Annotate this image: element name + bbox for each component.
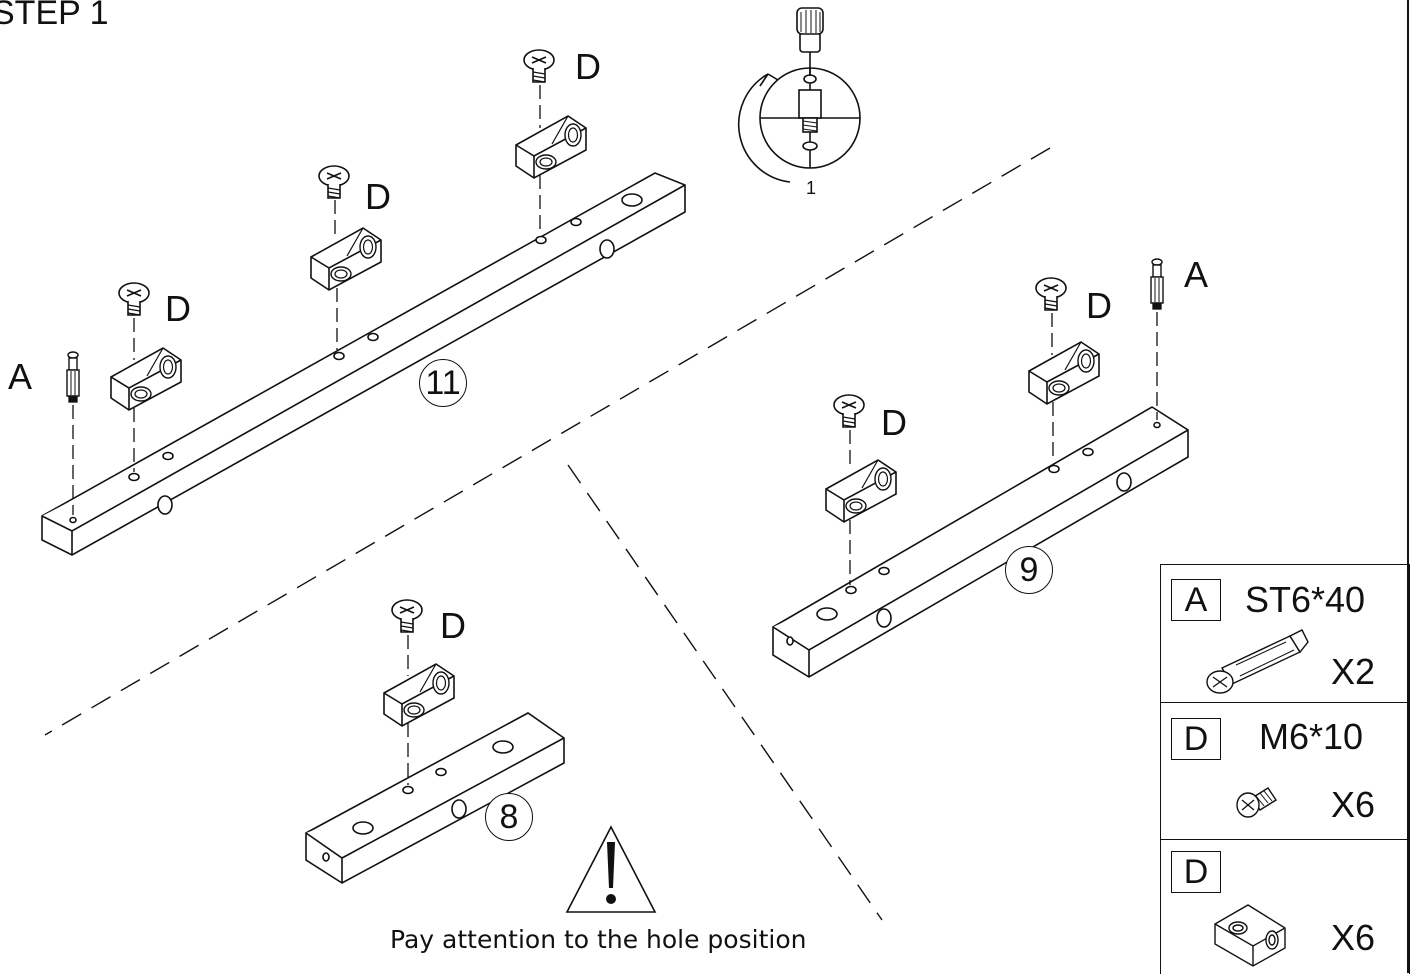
corner-bracket-icon — [1214, 904, 1286, 967]
legend-code: D — [1171, 718, 1221, 760]
screw-icon — [1236, 787, 1277, 818]
label-d-8: D — [440, 605, 466, 646]
hardware-legend: A ST6*40 X2 D M6*10 X6 D X6 — [1160, 564, 1410, 974]
legend-qty: X6 — [1331, 784, 1376, 825]
legend-spec: ST6*40 — [1245, 579, 1366, 620]
legend-code: A — [1171, 579, 1221, 621]
legend-row-a: A ST6*40 X2 — [1161, 565, 1409, 703]
cam-bolt-icon — [1206, 629, 1309, 694]
part-number-11: 11 — [419, 359, 467, 407]
warning-icon — [565, 825, 657, 913]
rotation-step-number: 1 — [806, 178, 817, 198]
label-d-9a: D — [1086, 285, 1112, 326]
label-d-11b: D — [365, 176, 391, 217]
rotation-detail — [737, 7, 861, 183]
legend-qty: X2 — [1331, 651, 1376, 692]
label-a-left: A — [8, 356, 33, 397]
label-d-9b: D — [881, 402, 907, 443]
frame-border — [1407, 0, 1409, 973]
legend-code: D — [1171, 851, 1221, 893]
legend-row-d-screw: D M6*10 X6 — [1161, 704, 1409, 840]
board-8 — [305, 712, 565, 884]
step-title: STEP 1 — [0, 0, 109, 32]
label-d-11c: D — [165, 288, 191, 329]
part-8-hardware — [383, 599, 455, 785]
board-11 — [41, 172, 686, 556]
legend-row-d-bracket: D X6 — [1161, 841, 1409, 974]
legend-qty: X6 — [1331, 917, 1376, 958]
dashed-separator-lines — [44, 147, 1051, 921]
part-9-hardware — [825, 258, 1164, 585]
warning-text: Pay attention to the hole position — [390, 925, 807, 954]
board-9 — [772, 406, 1189, 678]
part-number-8: 8 — [485, 793, 533, 841]
part-number-9: 9 — [1005, 546, 1053, 594]
label-a-right: A — [1184, 254, 1209, 295]
legend-spec: M6*10 — [1259, 716, 1364, 757]
part-11-hardware — [66, 49, 587, 515]
label-d-11a: D — [575, 46, 601, 87]
